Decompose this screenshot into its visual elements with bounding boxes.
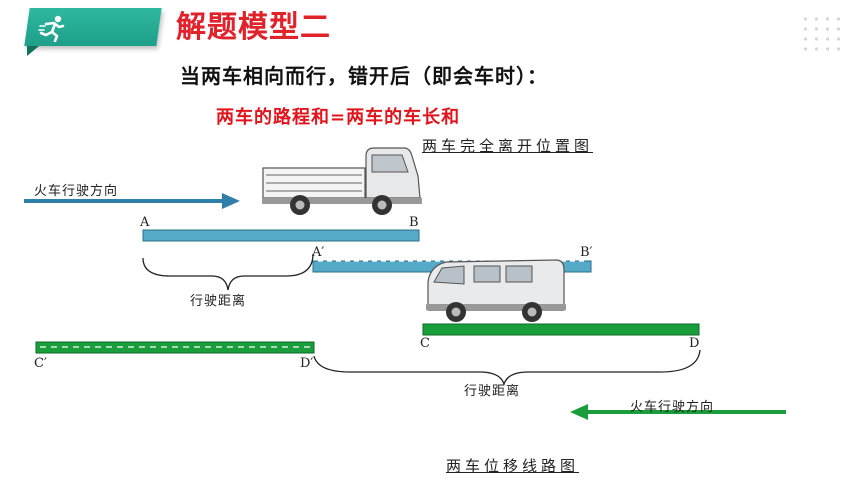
truck-illustration xyxy=(262,147,422,215)
runner-icon xyxy=(38,15,65,42)
point-label-c: C xyxy=(420,336,430,351)
point-label-b-prime: B′ xyxy=(580,245,593,260)
distance-label-top: 行驶距离 xyxy=(190,294,247,309)
title-tab-fold xyxy=(27,46,39,56)
point-label-a: A xyxy=(140,215,150,230)
page-title: 解题模型二 xyxy=(176,10,331,45)
decorative-dot-grid xyxy=(800,14,846,54)
direction-arrow-right xyxy=(570,404,786,420)
point-label-b: B xyxy=(409,215,419,230)
direction-label-left: 火车行驶方向 xyxy=(34,184,119,199)
formula-text: 两车的路程和=两车的车长和 xyxy=(216,107,461,128)
bar-cd xyxy=(422,323,700,336)
direction-arrow-left xyxy=(24,193,240,209)
bar-c-prime-d-prime xyxy=(35,341,315,354)
brace-bottom xyxy=(313,349,701,387)
point-label-d: D xyxy=(689,336,700,351)
bar-ab xyxy=(142,229,420,242)
point-label-c-prime: C′ xyxy=(34,356,47,371)
point-label-a-prime: A′ xyxy=(312,245,325,260)
subtitle: 当两车相向而行，错开后（即会车时）： xyxy=(180,64,548,88)
direction-label-right: 火车行驶方向 xyxy=(630,400,715,415)
point-label-d-prime: D′ xyxy=(300,356,314,371)
van-illustration xyxy=(426,259,566,322)
brace-top xyxy=(142,253,314,291)
caption-top: 两车完全离开位置图 xyxy=(422,137,594,155)
caption-bottom: 两车位移线路图 xyxy=(446,457,580,475)
distance-label-bottom: 行驶距离 xyxy=(464,384,521,399)
